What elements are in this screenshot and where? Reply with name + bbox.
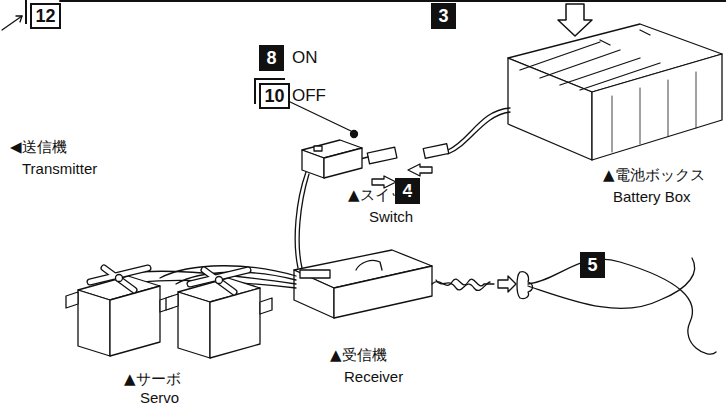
callout-text: 8 — [266, 49, 276, 67]
part-name: Battery Box — [613, 188, 691, 206]
part-name: Servo — [140, 389, 179, 407]
callout-text: 10 — [264, 87, 284, 105]
callout-number: 12 — [30, 3, 61, 29]
callout-number: 8 — [259, 45, 284, 71]
part-name: ON — [292, 48, 318, 68]
part-name-ja: ▲スイッチ — [348, 186, 420, 204]
part-name: Receiver — [344, 368, 403, 386]
part-name: OFF — [292, 86, 326, 106]
callout-number: 3 — [431, 3, 456, 29]
part-name-ja: ▲電池ボックス — [603, 166, 705, 184]
part-name: Transmitter — [22, 160, 97, 178]
callout-text: 12 — [35, 7, 55, 25]
part-name-ja: ▲サーボ — [124, 370, 181, 388]
part-name-ja: ▲受信機 — [330, 346, 387, 364]
part-name: Switch — [369, 208, 413, 226]
callout-number: 10 — [259, 83, 290, 109]
callout-text: 3 — [438, 7, 448, 25]
callout-text: 5 — [587, 256, 597, 274]
callout-number: 5 — [580, 252, 605, 278]
part-name-ja: ◀送信機 — [10, 138, 67, 156]
